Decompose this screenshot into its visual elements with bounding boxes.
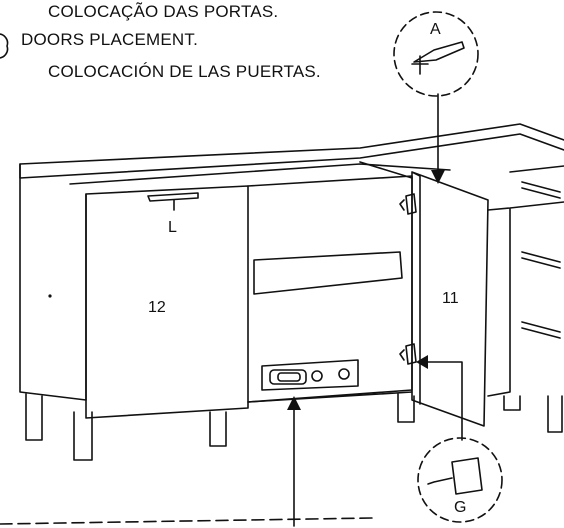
left-side-panel	[19, 163, 87, 401]
lower-hinge	[399, 343, 417, 365]
instruction-box-edge	[0, 517, 373, 525]
top-inner-edge	[69, 163, 451, 185]
rail-slot	[269, 369, 307, 385]
hinge-callout-circle	[417, 437, 503, 523]
leg-1	[25, 393, 43, 441]
door-handle	[147, 192, 199, 202]
rail-cam	[311, 370, 323, 382]
upper-hinge	[399, 193, 417, 215]
right-door-number: 11	[442, 290, 459, 307]
hinge-icon	[427, 457, 483, 495]
rail-arrowhead	[287, 396, 301, 410]
right-door	[411, 171, 489, 427]
right-cabinet-body	[487, 165, 564, 397]
title-portuguese: COLOCAÇÃO DAS PORTAS.	[48, 2, 279, 21]
title-english: DOORS PLACEMENT.	[21, 30, 199, 49]
interior-divider	[359, 161, 413, 179]
handle-dot	[48, 294, 52, 298]
rail-cam-2	[338, 368, 350, 380]
handle-label: L	[168, 219, 177, 236]
screw-callout-label: A	[430, 21, 441, 38]
screw-callout-circle	[393, 11, 479, 97]
screw-arrowhead	[431, 170, 445, 184]
hinge-callout-label: G	[454, 499, 466, 516]
hinge-arrowhead	[416, 355, 428, 369]
left-door-number: 12	[148, 299, 166, 316]
leg-5	[503, 395, 521, 411]
leg-6	[547, 395, 563, 433]
left-door	[85, 185, 249, 419]
screw-icon	[411, 41, 465, 75]
bottom-rail	[261, 359, 359, 391]
leg-4	[397, 393, 415, 423]
cabinet-top	[19, 123, 564, 179]
rail-slot-inner	[277, 372, 301, 382]
side-hole-row	[521, 181, 561, 333]
leg-3	[209, 411, 227, 447]
side-hole-row-2	[521, 187, 561, 339]
step-number-circle	[0, 33, 9, 59]
interior-back	[247, 175, 413, 403]
leg-2	[73, 411, 93, 461]
hinge-arrow	[425, 361, 463, 441]
interior-floor	[247, 391, 413, 403]
shelf	[253, 251, 403, 295]
title-spanish: COLOCACIÓN DE LAS PUERTAS.	[48, 62, 321, 81]
